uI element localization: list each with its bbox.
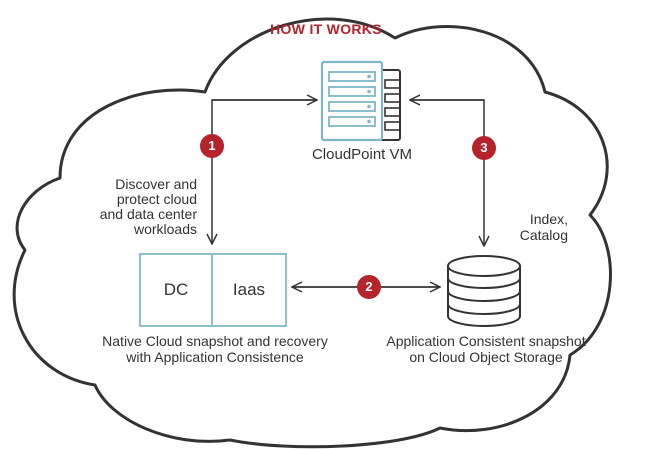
step-number-3: 3 <box>480 140 488 155</box>
step-badge-3 <box>472 136 496 160</box>
diagram-title: HOW IT WORKS <box>270 21 382 37</box>
step-3-description-line-2: Catalog <box>519 227 568 243</box>
step-3-description-line-1: Index, <box>529 211 568 227</box>
step-1-description-line-4: workloads <box>133 221 197 237</box>
step-badge-1 <box>200 134 224 158</box>
server-rack-icon <box>320 60 401 142</box>
workload-caption-line-2: with Application Consistence <box>126 349 304 365</box>
step-1-description-line-2: protect cloud <box>116 191 197 207</box>
storage-caption-line-1: Application Consistent snapshot <box>386 333 586 349</box>
step-number-2: 2 <box>365 279 373 294</box>
storage-caption-line-2: on Cloud Object Storage <box>409 349 563 365</box>
workload-box <box>139 253 287 327</box>
step-1-description-line-1: Discover and <box>115 176 197 192</box>
cloudpoint-vm-label: CloudPoint VM <box>311 146 413 163</box>
step-1-description-line-3: and data center <box>99 206 197 222</box>
workload-caption-line-1: Native Cloud snapshot and recovery <box>102 333 328 349</box>
iaas-label: Iaas <box>232 280 266 299</box>
dc-label: DC <box>163 280 189 299</box>
step-badge-2 <box>357 275 381 299</box>
cloud-outline <box>12 17 612 449</box>
step-number-1: 1 <box>208 138 216 153</box>
database-icon <box>447 255 521 327</box>
